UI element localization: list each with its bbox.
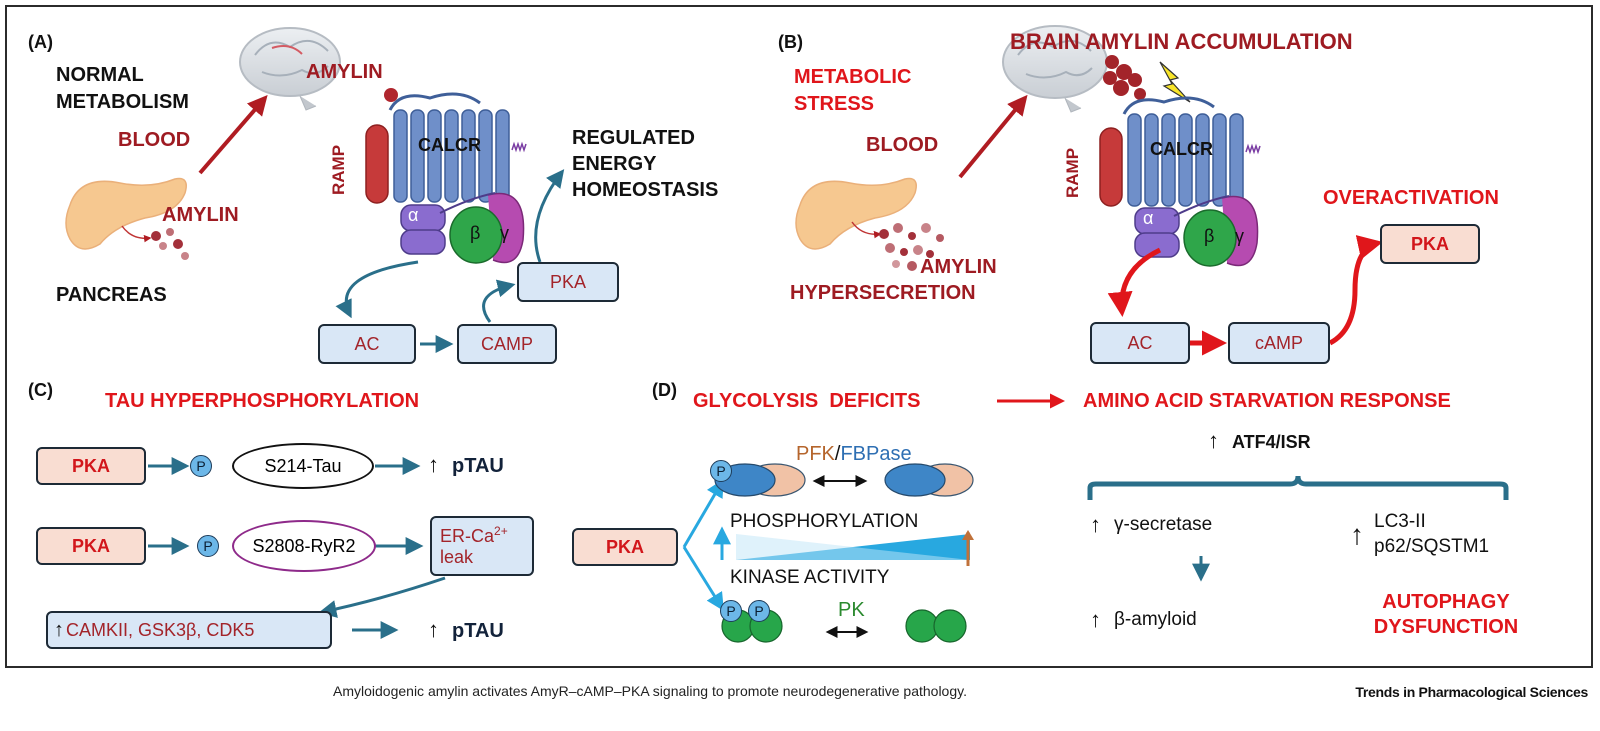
calcr-label-b: CALCR [1150,139,1213,159]
amylin-particles-a [151,228,189,260]
pancreas-icon-a [65,177,187,250]
kinases-label: CAMKII, GSK3β, CDK5 [66,619,255,640]
up-arrow-autophagy-markers: ↑ [1350,519,1364,550]
receptor-a [365,88,527,264]
journal-name: Trends in Pharmacological Sciences [1355,684,1588,700]
amylin-label-b: AMYLIN [920,256,997,278]
ac-box-a: AC [318,324,416,364]
pka-box-b: PKA [1380,224,1480,264]
gamma-label-b: γ [1235,226,1244,246]
pfk-enzymes [714,463,974,497]
beta-label-a: β [470,223,481,243]
blood-label-b: BLOOD [866,134,939,156]
ptau-label-1: pTAU [452,455,504,477]
pk-label: PK [838,599,865,621]
blood-label-a: BLOOD [118,129,191,151]
up-arrow-gamma: ↑ [1090,512,1101,537]
camp-box-b: cAMP [1228,322,1330,364]
panel-c-letter: (C) [28,380,53,400]
pancreas-label: PANCREAS [56,284,167,306]
phospho-icon-pk2: P [748,600,770,622]
regulated-energy-label: REGULATED ENERGY HOMEOSTASIS [572,127,719,201]
er-ca-label: ER-Ca [440,525,495,546]
amylin-aggregate [1103,55,1146,100]
receptor-b [1099,96,1261,267]
ptau-label-2: pTAU [452,620,504,642]
fbpase-label: FBPase [840,443,912,465]
up-arrow-c1: ↑ [428,452,439,477]
kinase-activity-label: KINASE ACTIVITY [730,567,890,588]
camp-box-a: CAMP [457,324,557,364]
pka-box-d: PKA [572,528,678,566]
s2808-ryr2-oval: S2808-RyR2 [232,520,376,572]
blood-arrow-b [958,94,1028,179]
amylin-pancreas-label: AMYLIN [162,204,239,226]
lightning-icon [1159,61,1191,103]
glycolysis-deficits-label: GLYCOLYSIS DEFICITS [693,390,921,412]
er-ca-superscript: 2+ [494,523,508,538]
figure-frame [5,5,1593,668]
ramp-label-a: RAMP [329,144,348,195]
brain-icon-b [1002,25,1108,113]
up-arrow-amyloid: ↑ [1090,607,1101,632]
phosphorylation-label: PHOSPHORYLATION [730,511,919,532]
beta-amyloid-label: β-amyloid [1114,609,1197,630]
alpha-label-b: α [1143,208,1154,228]
panel-b-letter: (B) [778,32,803,52]
atf4-isr-label: ATF4/ISR [1232,432,1311,452]
overactivation-label: OVERACTIVATION [1323,187,1499,209]
brain-accumulation-label: BRAIN AMYLIN ACCUMULATION [1010,29,1353,54]
pka-box-c1: PKA [36,447,146,485]
panel-a-letter: (A) [28,32,53,52]
blood-arrow-a [198,94,268,175]
kinases-box: ↑ CAMKII, GSK3β, CDK5 [46,611,332,649]
pka-box-a: PKA [517,262,619,302]
up-arrow-kinases: ↑ [54,618,64,641]
autophagy-dysfunction-label: AUTOPHAGY DYSFUNCTION [1373,591,1519,638]
phospho-icon-pk1: P [720,600,742,622]
leak-label: leak [440,546,474,567]
calcr-label-a: CALCR [418,135,481,155]
hypersecretion-label: HYPERSECRETION [790,282,976,304]
panel-d-letter: (D) [652,380,677,400]
normal-metabolism-label: NORMAL METABOLISM [56,64,189,113]
bracket [1087,475,1509,500]
alpha-label-a: α [408,205,419,225]
tau-hyperphosphorylation-title: TAU HYPERPHOSPHORYLATION [105,390,420,412]
pfk-label: PFK [796,443,835,465]
phospho-icon-c2: P [197,535,219,557]
phospho-icon-pfk: P [710,460,732,482]
pka-box-c2: PKA [36,527,146,565]
ramp-label-b: RAMP [1063,147,1082,198]
brain-icon-a [239,27,341,111]
phospho-icon-c1: P [190,455,212,477]
beta-label-b: β [1204,226,1215,246]
p62-label: p62/SQSTM1 [1374,536,1490,557]
pfk-fbpase-label: PFK/FBPase [796,443,912,466]
pancreas-icon-b [795,177,917,250]
amino-acid-starvation-label: AMINO ACID STARVATION RESPONSE [1083,390,1451,412]
er-ca-leak-box: ER-Ca2+ leak [430,516,534,576]
gamma-label-a: γ [500,223,509,243]
slash-label: / [834,443,841,465]
lc3-label: LC3-II [1374,511,1426,532]
metabolic-stress-label: METABOLIC STRESS [794,66,912,115]
up-arrow-atf4: ↑ [1208,428,1219,453]
amylin-particles-b [879,223,944,271]
up-arrow-c2: ↑ [428,617,439,642]
ac-box-b: AC [1090,322,1190,364]
s214-tau-oval: S214-Tau [232,443,374,489]
amylin-brain-label: AMYLIN [306,61,383,83]
figure-caption: Amyloidogenic amylin activates AmyR–cAMP… [333,683,967,699]
gamma-secretase-label: γ-secretase [1114,514,1213,535]
